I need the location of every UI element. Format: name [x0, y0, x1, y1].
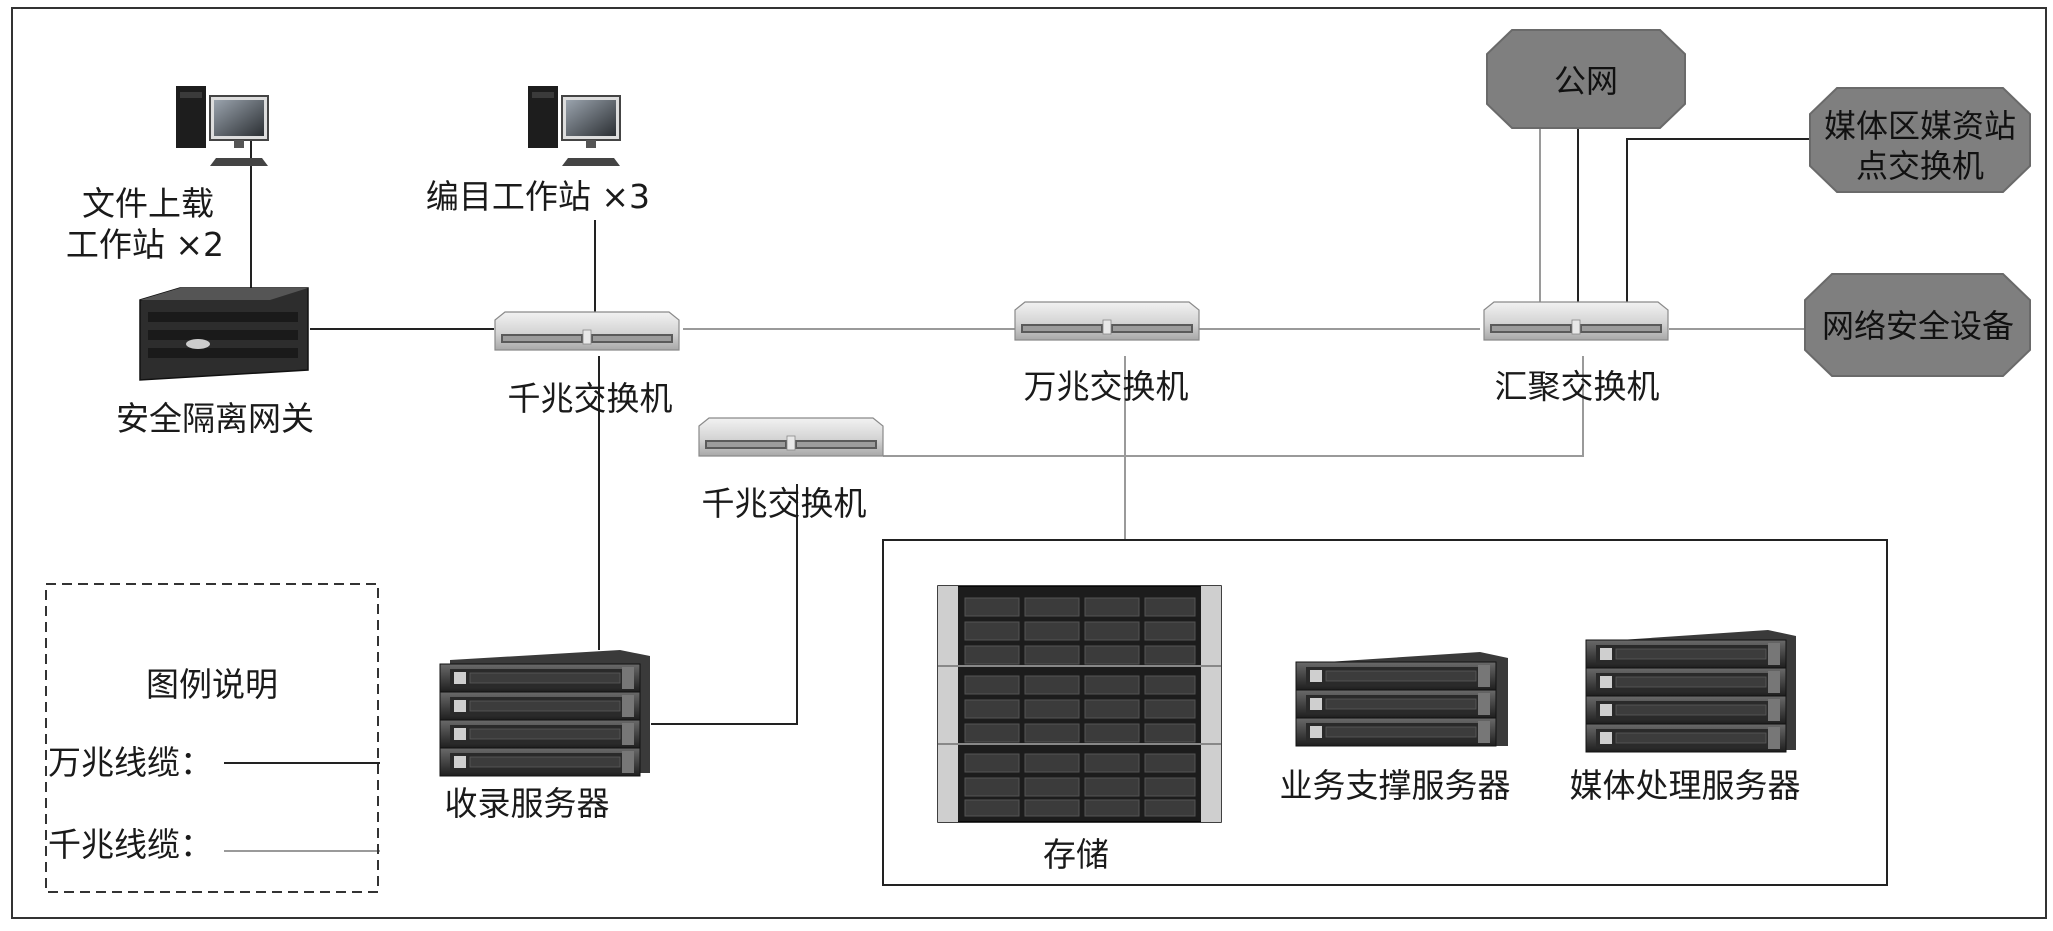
gigabit-links — [224, 126, 1810, 764]
gateway-label: 安全隔离网关 — [116, 399, 314, 438]
aggregation-switch: 汇聚交换机 — [1483, 301, 1669, 406]
media-switch-label-2: 点交换机 — [1856, 147, 1984, 185]
upload-ws-label-2: 工作站 ×2 — [66, 225, 224, 264]
ingest-server-label: 收录服务器 — [445, 784, 610, 823]
public-net-label: 公网 — [1554, 62, 1618, 100]
ingest-server: 收录服务器 — [439, 650, 650, 823]
upload-ws-label-1: 文件上载 — [82, 184, 214, 223]
media-server-label: 媒体处理服务器 — [1570, 766, 1801, 805]
public-net-node: 公网 — [1486, 29, 1686, 129]
security-gateway: 安全隔离网关 — [116, 287, 314, 438]
ten-gig-switch: 万兆交换机 — [1014, 301, 1200, 406]
media-switch-node: 媒体区媒资站 点交换机 — [1809, 87, 2031, 193]
legend-ten-gig-label: 万兆线缆： — [48, 743, 213, 782]
legend-box — [45, 583, 379, 893]
aggregation-switch-label: 汇聚交换机 — [1495, 367, 1660, 406]
ten-gig-switch-label: 万兆交换机 — [1024, 367, 1189, 406]
security-device-node: 网络安全设备 — [1804, 273, 2031, 377]
gigabit-switch-1: 千兆交换机 — [494, 311, 680, 418]
storage-label: 存储 — [1043, 835, 1109, 874]
gigabit-switch-2-label: 千兆交换机 — [702, 484, 867, 523]
catalog-workstation: 编目工作站 ×3 — [426, 85, 650, 216]
legend-gigabit-label: 千兆线缆： — [48, 825, 213, 864]
business-support-server: 业务支撑服务器 — [1280, 652, 1511, 805]
media-switch-label-1: 媒体区媒资站 — [1824, 107, 2016, 145]
ten-gig-links — [224, 126, 1807, 852]
datacenter-box — [882, 539, 1888, 886]
business-server-label: 业务支撑服务器 — [1280, 766, 1511, 805]
catalog-ws-label: 编目工作站 ×3 — [426, 177, 650, 216]
storage-array: 存储 — [937, 585, 1222, 874]
outer-frame — [11, 7, 2047, 919]
gigabit-switch-1-label: 千兆交换机 — [508, 379, 673, 418]
gigabit-switch-2: 千兆交换机 — [698, 417, 884, 523]
legend-title: 图例说明 — [146, 665, 278, 704]
upload-workstation: 文件上载 工作站 ×2 — [66, 85, 269, 264]
security-device-label: 网络安全设备 — [1822, 307, 2014, 345]
media-processing-server: 媒体处理服务器 — [1570, 630, 1801, 805]
